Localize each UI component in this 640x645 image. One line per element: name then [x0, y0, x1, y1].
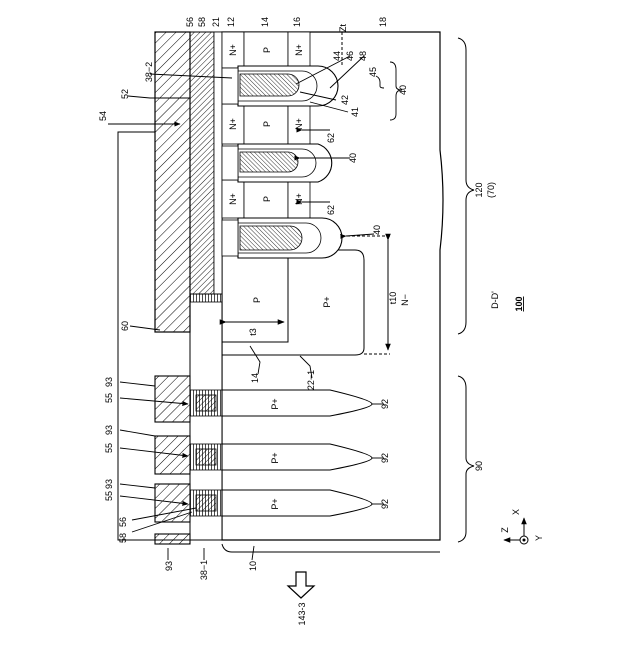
emitter-electrode-52: [155, 32, 190, 332]
label-55-a: 55: [104, 393, 114, 403]
p-3: P: [262, 196, 272, 202]
label-40-a: 40: [398, 85, 408, 95]
p-well: P: [252, 297, 262, 303]
label-40-b: 40: [348, 153, 358, 163]
view-label: D-D': [490, 291, 500, 309]
p-1: P: [262, 47, 272, 53]
label-70: (70): [486, 182, 496, 198]
axis-z-label: Z: [500, 527, 510, 533]
p-2: P: [262, 121, 272, 127]
label-92-a: 92: [380, 399, 390, 409]
device-number: 100: [514, 296, 524, 311]
brace-90: [458, 376, 474, 542]
label-21: 21: [211, 17, 221, 27]
label-143-3: 143-3: [297, 602, 307, 625]
label-18: 18: [378, 17, 388, 27]
barrier-metal-56: [190, 32, 214, 294]
label-120: 120: [474, 182, 484, 197]
label-10: 10: [248, 561, 258, 571]
trench-gate-2: [222, 144, 332, 182]
label-22-1: 22−1: [306, 370, 316, 390]
label-92-b: 92: [380, 453, 390, 463]
label-12: 12: [226, 17, 236, 27]
barrier-58-strip: [190, 294, 222, 302]
label-zt: Zt: [338, 24, 348, 32]
label-54: 54: [98, 111, 108, 121]
label-92-c: 92: [380, 499, 390, 509]
label-55-c: 55: [104, 491, 114, 501]
axis-y-label: Y: [534, 535, 544, 541]
label-42: 42: [340, 95, 350, 105]
layer-21: [214, 32, 222, 294]
direction-arrow-143-3: [288, 572, 314, 598]
label-62-b: 62: [326, 205, 336, 215]
label-14-mid: 14: [250, 373, 260, 383]
n-plus-4: N+: [294, 118, 304, 130]
label-t3: t3: [248, 328, 258, 336]
n-plus-6: N+: [294, 193, 304, 205]
label-16: 16: [292, 17, 302, 27]
label-93-c: 93: [104, 479, 114, 489]
n-plus-5: N+: [228, 193, 238, 205]
p-plus-finger-2: P+: [270, 452, 280, 463]
label-62-a: 62: [326, 133, 336, 143]
n-plus-3: N+: [228, 118, 238, 130]
label-40-c: 40: [372, 225, 382, 235]
label-38-1: 38−1: [199, 560, 209, 580]
n-plus-2: N+: [294, 44, 304, 56]
p-plus-well: P+: [322, 296, 332, 307]
label-38-2: 38−2: [144, 62, 154, 82]
trench-gate-1: [222, 66, 338, 106]
diode-region-90: [222, 390, 372, 516]
label-14-top: 14: [260, 17, 270, 27]
label-60: 60: [120, 321, 130, 331]
trench-gate-3: [222, 218, 342, 258]
label-52: 52: [120, 89, 130, 99]
label-93-a: 93: [104, 377, 114, 387]
label-44: 44: [332, 51, 342, 61]
label-56-bottom: 56: [118, 517, 128, 527]
label-41: 41: [350, 107, 360, 117]
label-46: 46: [345, 51, 355, 61]
n-plus-1: N+: [228, 44, 238, 56]
n-minus-drift: N−: [400, 294, 410, 306]
label-58-bottom: 58: [118, 533, 128, 543]
label-90: 90: [474, 461, 484, 471]
p-plus-finger-3: P+: [270, 498, 280, 509]
label-45: 45: [368, 67, 378, 77]
label-56-top: 56: [185, 17, 195, 27]
label-t10: t10: [388, 292, 398, 305]
brace-120: [458, 38, 474, 334]
label-48: 48: [358, 51, 368, 61]
label-93-bottom: 93: [164, 561, 174, 571]
brace-10: [222, 544, 440, 552]
label-58-top: 58: [197, 17, 207, 27]
label-93-b: 93: [104, 425, 114, 435]
label-55-b: 55: [104, 443, 114, 453]
p-plus-finger-1: P+: [270, 398, 280, 409]
axis-x-label: X: [511, 509, 521, 515]
